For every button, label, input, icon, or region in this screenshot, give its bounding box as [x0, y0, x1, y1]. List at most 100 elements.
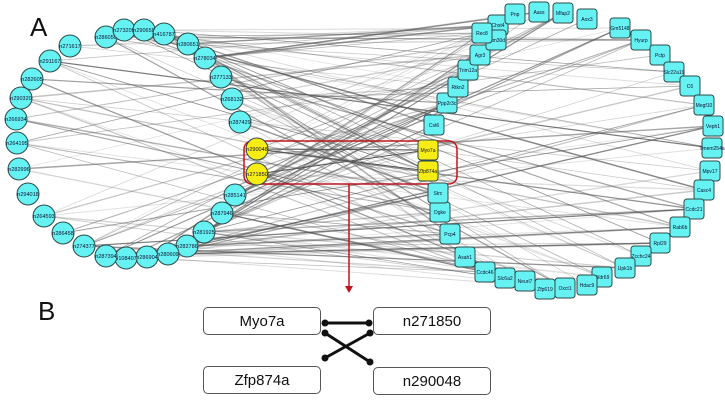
node-label: n290048	[246, 147, 267, 153]
node-label: n286458	[52, 231, 73, 237]
network-edge	[239, 121, 546, 290]
lncrna-node: n416787	[152, 22, 176, 46]
node-label: n294018	[17, 192, 38, 198]
node-square	[436, 92, 458, 114]
network-edge	[187, 43, 675, 73]
network-edge	[43, 147, 713, 217]
network-edge	[204, 11, 540, 59]
lncrna-node: n286458	[51, 221, 75, 245]
link-endpoint	[321, 354, 329, 362]
gene-node: Ccdc46	[474, 261, 496, 283]
node-label: Megf10	[696, 103, 713, 109]
node-circle	[5, 131, 29, 155]
lncrna-node: n290048	[245, 137, 269, 161]
gene-node: Myo7a	[417, 139, 439, 161]
node-label: Aass	[533, 10, 545, 16]
node-label: Upk1b	[618, 266, 633, 272]
node-layer: n286050n273209n290658n416787n280651n2780…	[4, 1, 725, 300]
node-label: n285141	[224, 193, 245, 199]
network-edge	[234, 69, 469, 196]
node-circle	[176, 32, 200, 56]
node-label: Slc6a2	[497, 276, 513, 282]
network-edge	[234, 85, 691, 196]
lncrna-node: n264195	[5, 131, 29, 155]
network-edge	[69, 32, 483, 47]
gene-node: Upk1b	[614, 257, 636, 279]
gene-node: Megf10	[693, 94, 715, 116]
node-label: Pnp	[511, 12, 520, 18]
node-label: n290320	[10, 96, 31, 102]
gene-node: Pnp	[504, 3, 526, 25]
node-label: n273209	[113, 28, 134, 34]
node-square	[679, 75, 701, 97]
panel-b-links	[321, 319, 374, 366]
network-edge	[256, 69, 469, 150]
panel-b-box-n290048: n290048	[373, 367, 491, 395]
network-edge	[187, 24, 499, 45]
node-label: Gm5148	[610, 26, 629, 32]
node-label: n286904	[136, 255, 157, 261]
network-edge	[163, 33, 661, 244]
node-square	[439, 223, 461, 245]
gene-node: Ppp2r3c	[436, 92, 458, 114]
link-endpoint	[366, 358, 374, 366]
highlight-edge	[256, 148, 429, 172]
highlight-edge	[256, 149, 429, 175]
node-square	[454, 246, 476, 268]
node-square	[649, 44, 671, 66]
node-circle	[209, 65, 233, 89]
node-circle	[16, 182, 40, 206]
node-square	[469, 44, 491, 66]
node-label: Rec8	[476, 31, 488, 37]
node-label: n264195	[6, 141, 27, 147]
node-label: Neurl7	[518, 279, 533, 285]
gene-node: Rab6b	[669, 216, 691, 238]
gene-node: Aox3	[576, 8, 598, 30]
network-edge	[239, 121, 705, 191]
node-label: n416787	[153, 32, 174, 38]
node-label: n282605	[21, 77, 42, 83]
network-edge	[146, 32, 483, 258]
node-square	[528, 1, 550, 23]
network-edge	[203, 39, 497, 233]
network-edge	[43, 215, 626, 269]
node-label: Trim30d	[487, 38, 505, 44]
node-circle	[94, 244, 118, 268]
node-label: Rtkn2	[451, 85, 464, 91]
node-label: n281925	[193, 230, 214, 236]
highlight-edge	[256, 148, 429, 151]
node-label: Mpv17	[702, 169, 717, 175]
lncrna-node: n282786	[175, 234, 199, 258]
node-label: Dgke	[434, 210, 446, 216]
gene-node: Casc4	[693, 179, 715, 201]
network-edge	[167, 192, 439, 255]
gene-node: Ccdc21	[683, 198, 705, 220]
node-label: Slc22a19	[664, 70, 685, 76]
gene-node: Pcp4	[439, 223, 461, 245]
network-edge	[15, 39, 497, 120]
gene-node: Veph1	[702, 115, 724, 137]
network-edge	[16, 142, 441, 213]
node-square	[683, 198, 705, 220]
network-edge	[187, 39, 642, 45]
network-edge	[163, 33, 626, 269]
node-label: n290658	[133, 28, 154, 34]
gene-node: Rec8	[471, 22, 493, 44]
network-edge	[43, 215, 506, 279]
node-label: Hyurp	[634, 38, 648, 44]
node-label: Mfap2	[556, 11, 570, 17]
node-circle	[7, 157, 31, 181]
panel-b-link	[324, 331, 371, 360]
network-edge	[220, 76, 695, 210]
node-label: Asah1	[458, 255, 472, 261]
node-square	[669, 216, 691, 238]
network-edge	[49, 60, 603, 278]
panel-a-label: A	[30, 12, 48, 42]
lncrna-node: n287394	[94, 244, 118, 268]
highlight-arrow-head	[345, 286, 353, 293]
lncrna-node: n286904	[135, 245, 159, 269]
node-circle	[220, 87, 244, 111]
panel-b-label: B	[38, 296, 56, 326]
node-label: n278034	[194, 56, 215, 62]
node-label: Ccdc46	[477, 270, 494, 276]
